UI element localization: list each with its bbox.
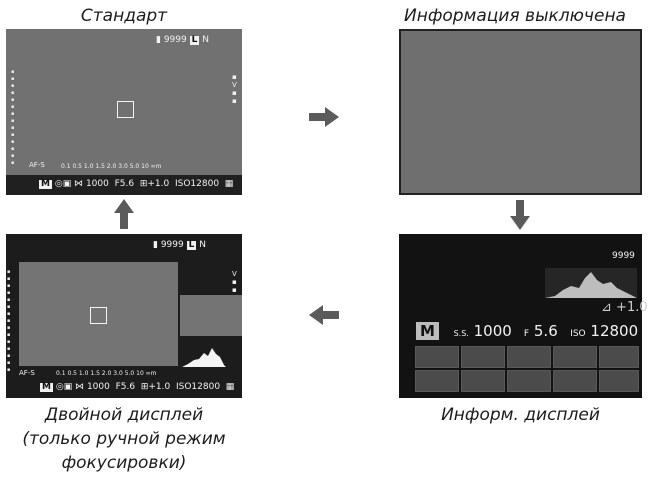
caption-dual-line3: фокусировки) <box>61 453 187 473</box>
image-size-icon: L <box>186 240 197 250</box>
exposure-comp: ⊿ +1.0 <box>601 300 648 315</box>
settings-tile[interactable] <box>553 346 597 368</box>
settings-tile[interactable] <box>461 346 505 368</box>
focus-frame <box>117 101 134 118</box>
settings-tile[interactable] <box>461 370 505 392</box>
film-sim-icon: ▪V▪▪ <box>232 73 237 105</box>
settings-tile[interactable] <box>507 346 551 368</box>
caption-info-display: Информ. дисплей <box>441 405 600 425</box>
focus-distance-scale: 0.1 0.5 1.0 1.5 2.0 3.0 5.0 10 ∞m <box>61 163 162 170</box>
main-view <box>19 262 178 366</box>
histogram <box>545 268 637 298</box>
focus-mode-label: AF-S <box>29 161 45 169</box>
histogram <box>182 348 226 367</box>
settings-tile[interactable] <box>415 346 459 368</box>
mode-badge: M <box>40 382 53 392</box>
film-sim-icon: V▪▪ <box>232 270 237 294</box>
image-size-icon: L <box>189 35 200 45</box>
frames-remaining: 9999 <box>612 251 635 261</box>
exposure-icon: ⊿ <box>601 300 612 315</box>
card-icon: ▮ <box>153 240 158 250</box>
mode-badge: M <box>416 322 439 340</box>
exposure-line: M ◎▣ ⋈ 1000 F5.6 ⊞+1.0 ISO12800 ▦ <box>40 382 235 392</box>
settings-tile[interactable] <box>553 370 597 392</box>
panel-info-off[interactable] <box>399 29 642 195</box>
caption-dual-line1: Двойной дисплей <box>44 405 204 425</box>
focus-frame <box>90 307 107 324</box>
caption-standard: Стандарт <box>80 6 168 26</box>
top-status: ▮ 9999 L N <box>156 35 209 45</box>
arrow-left-icon <box>309 305 339 325</box>
exposure-line: M S.S. 1000 F 5.6 ISO 12800 <box>416 322 638 343</box>
exposure-line: M ◎▣ ⋈ 1000 F5.6 ⊞+1.0 ISO12800 ▦ <box>39 179 234 189</box>
mode-badge: M <box>39 179 52 189</box>
panel-info-display[interactable]: 9999 ⊿ +1.0 M S.S. 1000 F 5.6 ISO 12800 <box>399 234 648 398</box>
focus-mode-label: AF-S <box>19 369 35 377</box>
bottom-bar: M ◎▣ ⋈ 1000 F5.6 ⊞+1.0 ISO12800 ▦ <box>6 175 242 195</box>
panel-standard[interactable]: ▮ 9999 L N ▪ ▪ ▪ ▪ ▪ ▪ ▪ ▪ ▪ ▪ ▪ ▪ ▪ ▪ ▪… <box>6 29 242 195</box>
arrow-right-icon <box>309 107 339 127</box>
arrow-down-icon <box>510 200 530 230</box>
zoom-view <box>180 295 242 336</box>
settings-tile[interactable] <box>415 370 459 392</box>
top-status: ▮ 9999 L N <box>153 240 206 250</box>
panel-dual[interactable]: ▮ 9999 L N ▪ ▪ ▪ ▪ ▪ ▪ ▪ ▪ ▪ ▪ ▪ ▪ ▪ ▪ ▪… <box>6 234 242 398</box>
left-ladder: ▪ ▪ ▪ ▪ ▪ ▪ ▪ ▪ ▪ ▪ ▪ ▪ ▪ ▪ <box>11 69 15 166</box>
viewfinder-area <box>401 31 640 193</box>
caption-dual-line2: (только ручной режим <box>22 429 226 449</box>
caption-info-off: Информация выключена <box>404 6 626 26</box>
settings-tile[interactable] <box>599 346 639 368</box>
arrow-up-icon <box>114 199 134 229</box>
settings-tile[interactable] <box>599 370 639 392</box>
left-ladder: ▪ ▪ ▪ ▪ ▪ ▪ ▪ ▪ ▪ ▪ ▪ ▪ ▪ ▪ ▪ <box>7 269 11 373</box>
settings-tile[interactable] <box>507 370 551 392</box>
card-icon: ▮ <box>156 35 161 45</box>
focus-distance-scale: 0.1 0.5 1.0 1.5 2.0 3.0 5.0 10 ∞m <box>56 370 157 377</box>
caption-dual: Двойной дисплей (только ручной режим фок… <box>0 403 248 475</box>
